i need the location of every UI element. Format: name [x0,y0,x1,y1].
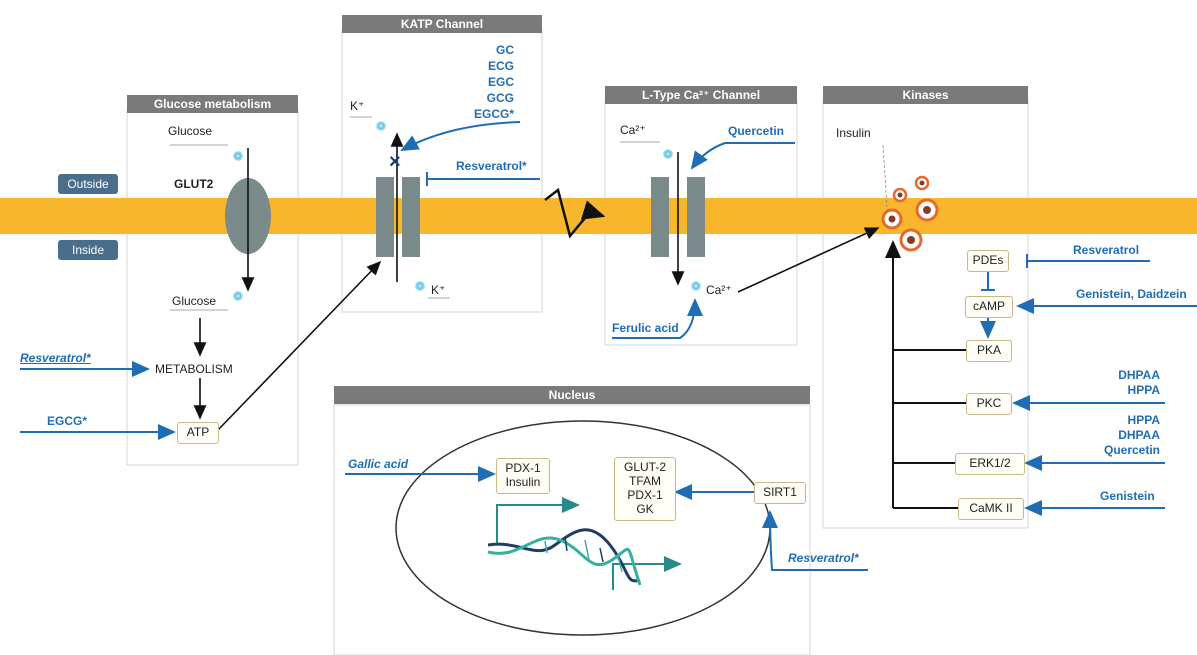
katp-block-mark: × [389,151,401,173]
pkc-input-item: DHPAA [1118,368,1160,382]
cell-membrane [0,198,1197,234]
glucose-panel [126,109,299,466]
outside-tag: Outside [58,174,118,194]
erk-input-item: Quercetin [1103,443,1160,457]
pdx1-insulin-line: Insulin [505,475,541,489]
depolarization-zigzag [544,187,606,239]
pka-box: PKA [966,340,1012,362]
ltype-channel-right [687,177,705,257]
insulin-granules [881,175,939,252]
nucleus-panel-title: Nucleus [334,386,810,404]
metabolism-label: METABOLISM [155,362,233,376]
k-ion-in [415,281,425,291]
genistein-camk-label: Genistein [1100,489,1155,503]
glut2-label: GLUT2 [174,177,214,191]
katp-channel-right [402,177,420,257]
resveratrol-sirt1-arrow [762,510,868,571]
ca-inside-label: Ca²⁺ [706,283,732,297]
resveratrol-input-glucose: Resveratrol* [20,351,91,365]
katp-activator: EGCG* [473,107,514,121]
ca-outside-label: Ca²⁺ [620,123,646,137]
resveratrol-pdes-label: Resveratrol [1073,243,1140,257]
katp-activator: GC [496,43,514,57]
katp-activator: EGC [487,75,514,89]
erk-input-item: HPPA [1127,413,1160,427]
ltype-channel-left [651,177,669,257]
target-gene: GLUT-2 [623,460,666,475]
camp-box: cAMP [965,296,1013,318]
sirt1-box: SIRT1 [754,482,806,504]
insulin-label: Insulin [836,126,871,140]
target-gene: PDX-1 [627,488,663,502]
erk-box: ERK1/2 [955,453,1025,475]
target-gene: TFAM [629,474,661,489]
katp-channel-left [376,177,394,257]
ca-ion-in [691,281,701,291]
glucose-panel-title: Glucose metabolism [127,95,298,113]
pdx1-insulin-line: PDX-1 [505,461,541,476]
camk-box: CaMK II [958,498,1024,520]
katp-activator: ECG [487,59,514,73]
inside-tag: Inside [58,240,118,260]
pkc-input-item: HPPA [1127,383,1160,397]
target-genes-box: GLUT-2 TFAM PDX-1 GK [614,457,676,521]
quercetin-label: Quercetin [728,124,785,138]
genistein-daidzein-label: Genistein, Daidzein [1076,287,1187,301]
katp-activator-arrow [400,121,521,151]
glucose-ion-out [233,151,243,161]
quercetin-arrow [690,142,795,170]
katp-activator: GCG [486,91,514,105]
pkc-box: PKC [966,393,1012,415]
atp-box: ATP [177,422,219,444]
k-inside-label: K⁺ [431,283,446,297]
target-gene: GK [636,501,654,516]
pdx1-insulin-box: PDX-1 Insulin [496,458,550,494]
nucleus-panel [333,404,811,655]
dna-helix [487,528,642,586]
katp-activator-list: GC ECG EGC GCG EGCG* [460,42,514,122]
katp-panel-title: KATP Channel [342,15,542,33]
kinases-panel-title: Kinases [823,86,1028,104]
ferulic-acid-label: Ferulic acid [612,321,679,335]
pkc-input-list: DHPAA HPPA [1100,368,1160,398]
erk-input-item: DHPAA [1118,428,1160,442]
k-ion-out [376,121,386,131]
k-outside-label: K⁺ [350,99,365,113]
resveratrol-katp-label: Resveratrol* [456,159,527,173]
gallic-acid-label: Gallic acid [348,457,409,471]
resveratrol-nucleus-label: Resveratrol* [788,551,859,565]
egcg-input-glucose: EGCG* [47,414,88,428]
glucose-inside-label: Glucose [172,294,217,308]
ltype-panel-title: L-Type Ca²⁺ Channel [605,86,797,104]
glucose-ion-in [233,291,243,301]
glucose-outside-label: Glucose [168,124,213,138]
ferulic-arrow [612,298,703,339]
pdes-box: PDEs [967,250,1009,272]
erk-input-list: HPPA DHPAA Quercetin [1090,413,1160,458]
ca-ion-out [663,149,673,159]
